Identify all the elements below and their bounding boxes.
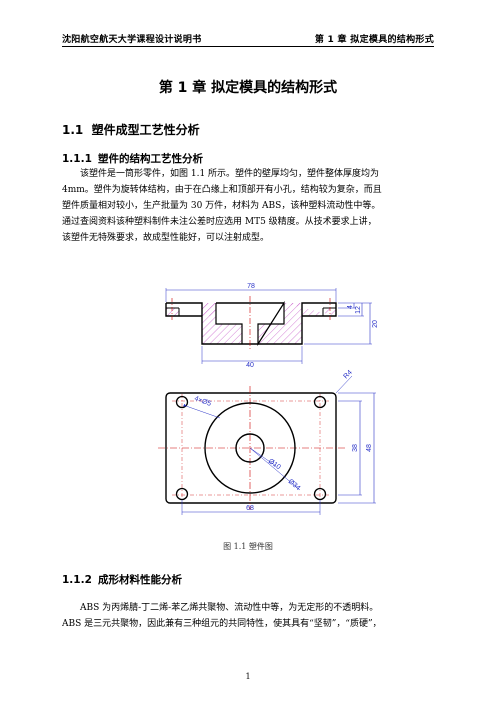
mount-hole (313, 487, 327, 501)
dim-label: Ø10 (267, 458, 282, 471)
paragraph-line: 塑件质量相对较小，生产批量为 30 万件，材料为 ABS，该种塑料流动性中等。 (62, 201, 381, 211)
section-heading: 1.1 塑件成型工艺性分析 (62, 121, 200, 138)
paragraph: ABS 为丙烯腈-丁二烯-苯乙烯共聚物、流动性中等，为无定形的不透明料。 ABS… (62, 600, 434, 632)
center-hole (235, 433, 265, 463)
dim-label: 4×Ø5 (193, 395, 212, 408)
dim-label: 78 (247, 283, 255, 290)
paragraph-line: 该塑件无特殊要求，故成型性能好，可以注射成型。 (62, 233, 270, 243)
mount-hole (175, 487, 189, 501)
body-left-hatch (202, 303, 242, 344)
dim-label: 20 (372, 320, 379, 328)
paragraph-line: 4mm。塑件为旋转体结构，由于在凸缘上和顶部开有小孔，结构较为复杂，而且 (62, 185, 382, 195)
subsection-title: 塑件的结构工艺性分析 (98, 153, 203, 165)
paragraph: 该塑件是一筒形零件，如图 1.1 所示。塑件的壁厚均匀，塑件整体厚度均为 4mm… (62, 166, 434, 246)
dim-label: 12 (355, 306, 362, 314)
dim-label: 4 (347, 305, 354, 309)
figure-caption: 图 1.1 塑件图 (223, 542, 273, 551)
mount-hole (175, 395, 189, 409)
paragraph-line: ABS 为丙烯腈-丁二烯-苯乙烯共聚物、流动性中等，为无定形的不透明料。 (80, 603, 379, 613)
dim-label: 68 (246, 505, 254, 512)
chapter-title: 第 1 章 拟定模具的结构形式 (158, 80, 338, 96)
body-right-hatch (258, 303, 302, 344)
dim-label: 38 (352, 444, 359, 452)
paragraph-line: ABS 是三元共聚物，因此兼有三种组元的共同特性，使其具有“坚韧”，“质硬”， (62, 619, 382, 629)
subsection-title: 成形材料性能分析 (98, 574, 182, 586)
page-number: 1 (245, 672, 251, 681)
dim-label: 40 (246, 362, 254, 369)
subsection-number: 1.1.1 (62, 153, 92, 165)
top-view: R4 4×Ø5 Ø10 Ø34 38 48 68 (158, 369, 376, 515)
dim-label: 48 (366, 444, 373, 452)
dim-label: Ø34 (287, 478, 302, 492)
subsection-heading: 1.1.2 成形材料性能分析 (62, 572, 182, 587)
paragraph-line: 该塑件是一筒形零件，如图 1.1 所示。塑件的壁厚均匀，塑件整体厚度均为 (80, 169, 380, 179)
part-drawing: 78 40 4 12 20 R4 4×Ø5 (158, 283, 379, 515)
subsection-heading: 1.1.1 塑件的结构工艺性分析 (62, 151, 203, 166)
page-header: 沈阳航空航天大学课程设计说明书 第 1 章 拟定模具的结构形式 (62, 30, 434, 47)
plate-outline (165, 392, 337, 504)
section-number: 1.1 (62, 123, 84, 137)
subsection-number: 1.1.2 (62, 574, 92, 586)
paragraph-line: 通过查阅资料该种塑料制件未注公差时应选用 MT5 级精度。从技术要求上讲， (62, 217, 377, 227)
section-view: 78 40 4 12 20 (165, 283, 379, 369)
boss-outer-circle (204, 402, 296, 494)
header-left: 沈阳航空航天大学课程设计说明书 (62, 35, 202, 45)
header-right: 第 1 章 拟定模具的结构形式 (314, 35, 434, 45)
mount-hole (313, 395, 327, 409)
section-title: 塑件成型工艺性分析 (91, 123, 200, 137)
dim-label: R4 (342, 369, 353, 380)
